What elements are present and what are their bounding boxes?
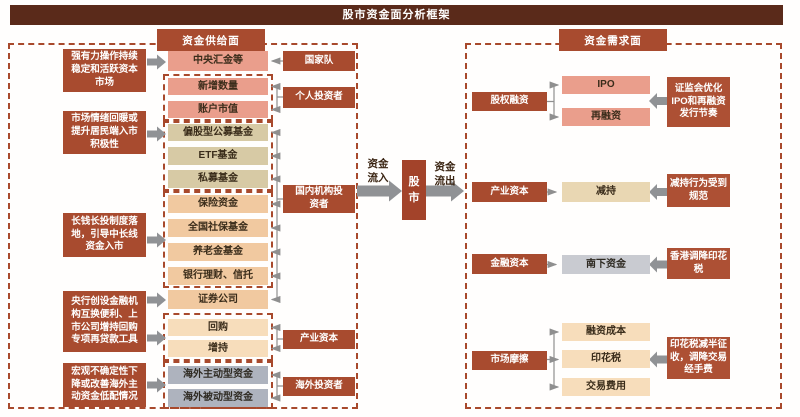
note-arrow-stamp-icon — [649, 351, 667, 368]
reason-arrow-3-icon — [147, 232, 166, 248]
item-share-reduction: 减持 — [562, 182, 650, 202]
channel-etf-funds: ETF基金 — [168, 147, 268, 165]
reason-arrow-2-icon — [147, 126, 166, 142]
channel-overseas-active-funds: 海外主动型资金 — [168, 366, 268, 384]
item-trading-fees: 交易费用 — [562, 378, 650, 396]
note-hk-stamp-tax: 香港调降印花税 — [667, 248, 730, 279]
investor-national-team: 国家队 — [283, 51, 355, 71]
supply-reason-pboc-tools: 央行创设金融机构互换便利、上市公司增持回购专项再贷款工具 — [63, 291, 146, 352]
outflow-label: 资金流出 — [434, 161, 456, 187]
investor-individual: 个人投资者 — [283, 87, 355, 108]
channel-insurance-funds: 保险资金 — [168, 195, 268, 213]
bracket-individual-investors — [276, 86, 283, 110]
reason-arrow-5-icon — [147, 330, 166, 346]
channel-social-security-fund: 全国社保基金 — [168, 219, 268, 237]
reason-arrow-1-icon — [147, 54, 166, 70]
note-arrow-ipo-icon — [649, 93, 667, 109]
channel-shareholding-increase: 增持 — [168, 340, 268, 357]
supply-header: 资金供给面 — [157, 29, 265, 51]
outflow-arrow-icon — [426, 180, 464, 202]
item-refinancing: 再融资 — [562, 108, 650, 126]
channel-bank-wealth-trust: 银行理财、信托 — [168, 267, 268, 285]
stock-market-box: 股市 — [402, 160, 426, 220]
item-ipo: IPO — [562, 76, 650, 94]
channel-new-accounts: 新增数量 — [168, 78, 268, 95]
item-southbound-funds: 南下资金 — [562, 255, 650, 274]
note-reduction-regulated: 减持行为受到规范 — [667, 174, 730, 207]
supply-reason-longterm-funds: 长钱长投制度落地，引导中长线资金入市 — [63, 213, 146, 257]
demand-market-friction: 市场摩擦 — [472, 351, 547, 370]
investor-industrial-capital: 产业资本 — [283, 330, 355, 349]
item-stamp-tax: 印花税 — [562, 350, 650, 368]
diagram-title: 股市资金面分析框架 — [10, 5, 783, 25]
demand-industrial-capital: 产业资本 — [472, 182, 547, 202]
channel-overseas-passive-funds: 海外被动型资金 — [168, 389, 268, 407]
channel-equity-mutual-funds: 偏股型公募基金 — [168, 124, 268, 141]
reason-arrow-6-icon — [147, 377, 166, 393]
channel-securities-companies: 证券公司 — [168, 290, 268, 309]
supply-reason-macro-uncertainty: 宏观不确定性下降或改善海外主动资金低配情况 — [63, 363, 146, 407]
note-ipo-pace: 证监会优化IPO和再融资发行节奏 — [667, 77, 730, 127]
bracket-equity-financing — [547, 85, 555, 117]
note-stamp-tax-halved: 印花税减半征收，调降交易经手费 — [667, 337, 730, 379]
note-arrow-hk-icon — [649, 256, 667, 273]
channel-central-huijin: 中央汇金等 — [168, 51, 268, 71]
bracket-domestic-institutions — [276, 132, 283, 300]
bracket-overseas-investors — [276, 375, 283, 398]
supply-reason-stabilize-market: 强有力操作持续稳定和活跃资本市场 — [63, 49, 146, 92]
investor-domestic-institutional: 国内机构投资者 — [283, 185, 355, 213]
channel-private-funds: 私募基金 — [168, 170, 268, 188]
bracket-market-friction — [547, 332, 555, 387]
inflow-label: 资金流入 — [367, 158, 389, 184]
note-arrow-reduction-icon — [649, 184, 667, 200]
inflow-arrow-icon — [357, 180, 402, 202]
channel-buyback: 回购 — [168, 319, 268, 336]
investor-overseas: 海外投资者 — [283, 377, 355, 396]
channel-account-value: 账户市值 — [168, 101, 268, 118]
demand-header: 资金需求面 — [559, 29, 667, 51]
group-individual-accounts — [163, 74, 273, 121]
item-financing-cost: 融资成本 — [562, 323, 650, 341]
reason-arrow-4-icon — [147, 292, 166, 308]
demand-financial-capital: 金融资本 — [472, 254, 547, 274]
demand-equity-financing: 股权融资 — [472, 92, 547, 111]
channel-pension-funds: 养老金基金 — [168, 243, 268, 261]
supply-reason-sentiment: 市场情绪回暖或提升居民端入市积极性 — [63, 111, 146, 154]
